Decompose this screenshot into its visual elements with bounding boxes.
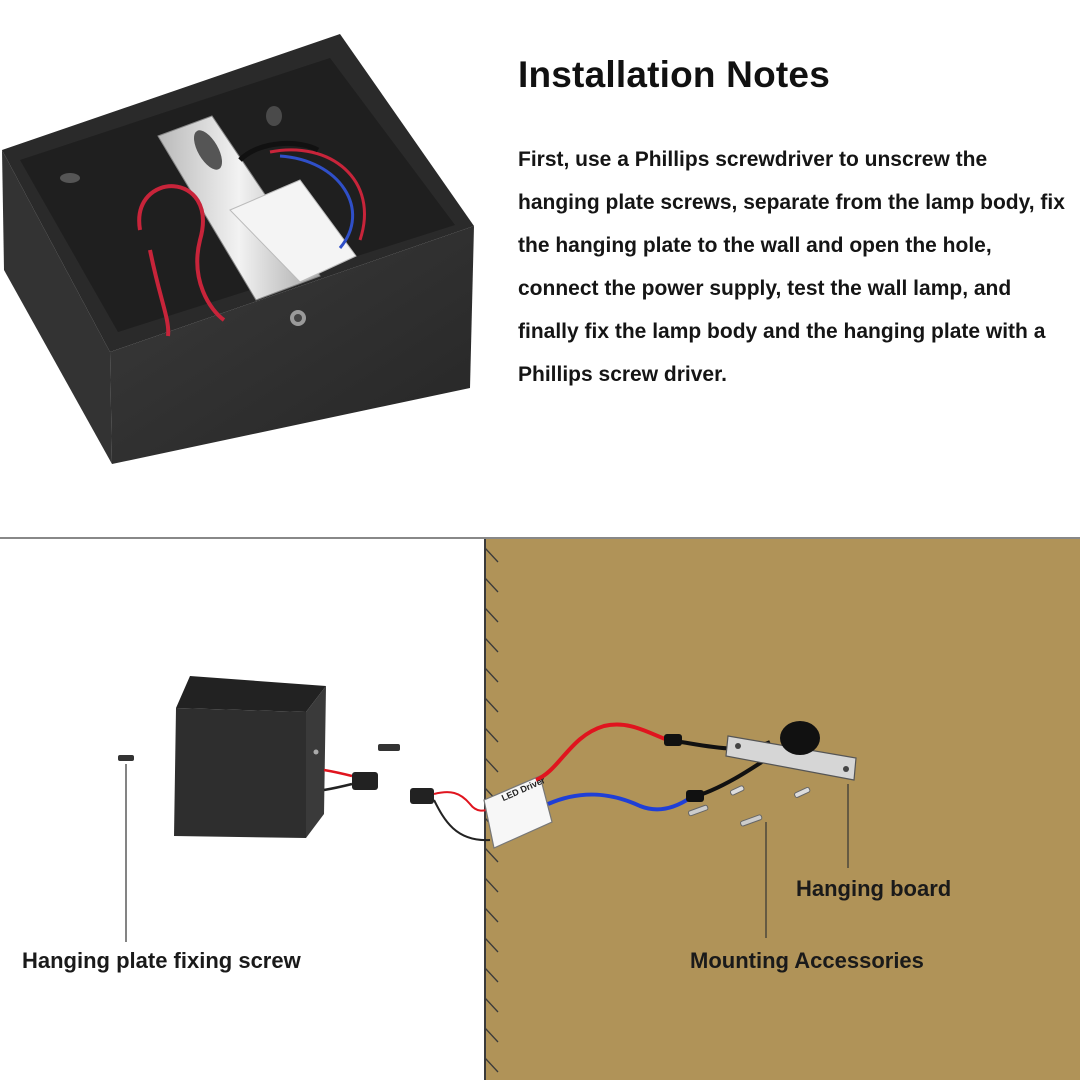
wire-red (148, 249, 171, 337)
wire-red (323, 768, 353, 778)
lamp-photo (2, 34, 474, 464)
notes-title: Installation Notes (518, 54, 830, 95)
wire-red (269, 148, 366, 241)
board-hole (843, 766, 849, 772)
led-driver-box (229, 179, 357, 283)
wire-blue (279, 154, 355, 249)
wire-black (238, 140, 320, 162)
wire-sleeve (686, 790, 704, 802)
screw-icon (60, 173, 80, 183)
connector-socket (410, 788, 434, 804)
mounting-accessories (687, 785, 811, 827)
board-hole (735, 743, 741, 749)
lamp-box-side (2, 150, 112, 464)
wall (485, 539, 1080, 1080)
lamp-body (174, 676, 326, 838)
lamp-box-front (110, 226, 474, 464)
mounting-accessories-label: Mounting Accessories (690, 948, 924, 973)
led-driver (483, 775, 553, 849)
fixing-screw-icon (118, 755, 134, 761)
fixing-screw-label: Hanging plate fixing screw (22, 948, 301, 973)
screw-head (294, 314, 302, 322)
notes-body: First, use a Phillips screwdriver to uns… (518, 148, 1065, 386)
wire-red (137, 184, 226, 322)
wire-blue (547, 792, 692, 812)
wire-sleeve (664, 734, 682, 746)
plate-slot (194, 130, 222, 170)
connector-plug (352, 772, 378, 790)
wire-black (323, 782, 353, 792)
junction-box (780, 721, 820, 755)
wire-red (535, 722, 669, 782)
wire-black (433, 799, 491, 842)
wire-red (433, 791, 491, 812)
installation-diagram (0, 537, 1080, 1080)
wall-hatching (484, 547, 499, 1073)
screw-icon (266, 106, 282, 126)
fixing-screw-icon (378, 744, 400, 751)
hanging-board-label: Hanging board (796, 876, 952, 901)
